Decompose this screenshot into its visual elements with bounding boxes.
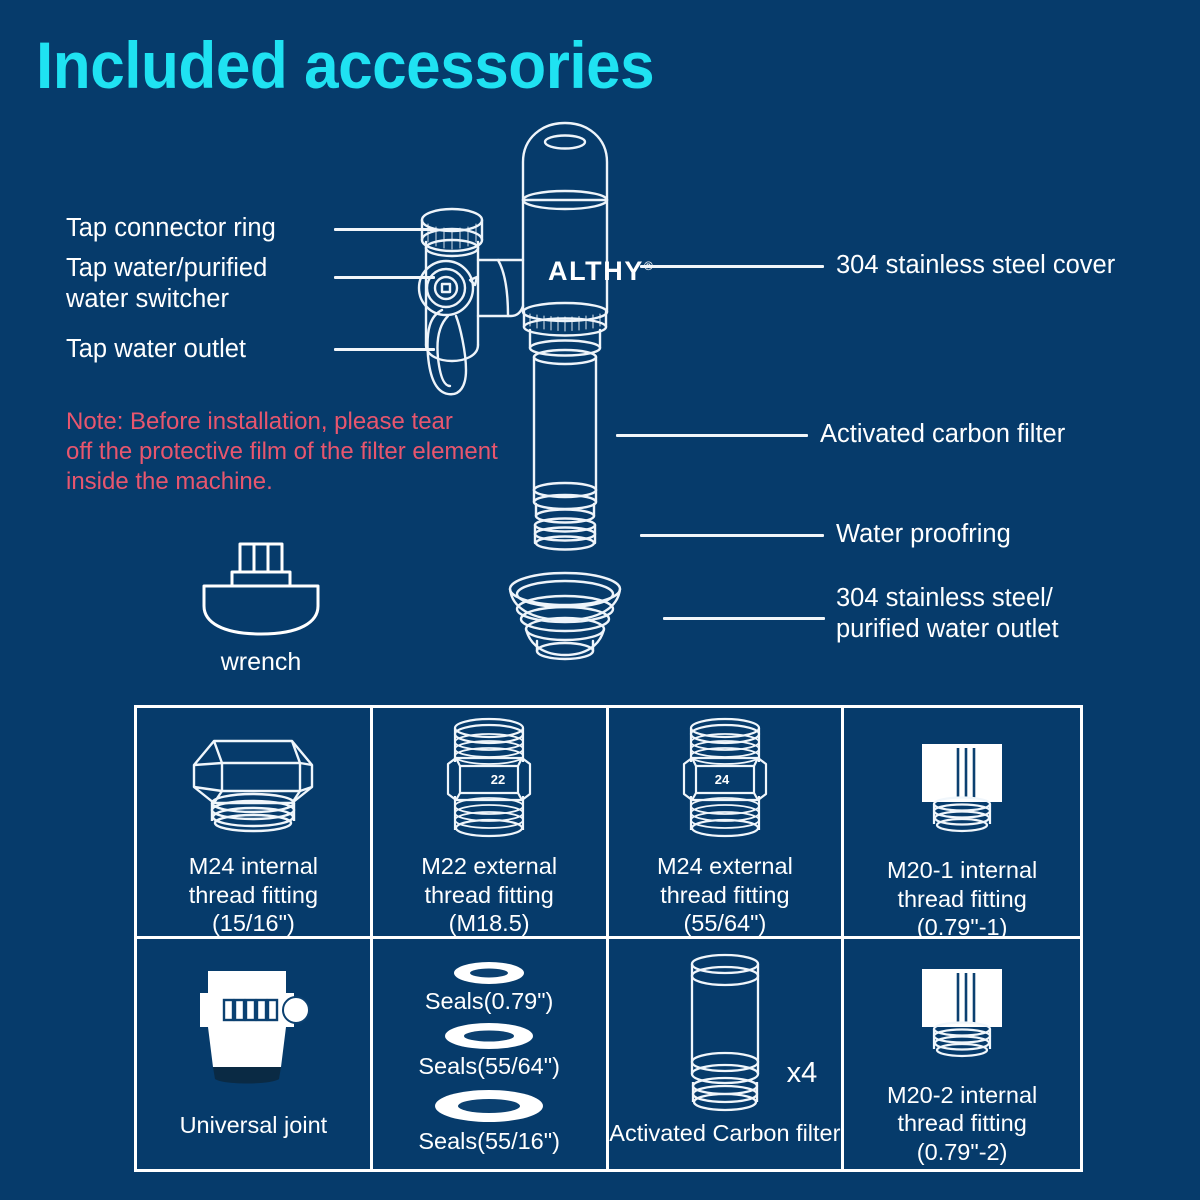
seal-ring-icon (445, 1023, 534, 1050)
label-304-stainless-steel-cover: 304 stainless steel cover (836, 251, 1116, 279)
accessory-cell-m24-internal-thread-fitting[interactable]: M24 internal thread fitting (15/16") (137, 708, 373, 939)
fitting-size-stamp: 24 (715, 772, 730, 787)
accessory-caption: M24 external thread fitting (55/64") (656, 853, 793, 936)
installation-note: Note: Before installation, please tear o… (66, 408, 498, 495)
square-fitting-icon (844, 708, 1080, 840)
label-water-proofring: Water proofring (836, 520, 1011, 548)
brand-name: ALTHY (548, 256, 644, 286)
accessory-caption: M24 internal thread fitting (15/16") (188, 853, 319, 936)
leader-304-stainless-steel-cover (640, 265, 824, 268)
accessory-cell-universal-joint[interactable]: Universal joint (137, 938, 373, 1169)
filter-cartridge-icon (609, 939, 842, 1117)
product-exploded-illustration (417, 121, 622, 661)
seal-ring-icon (454, 962, 525, 985)
accessory-caption: M20-1 internal thread fitting (0.79"-1) (887, 857, 1038, 939)
page-title: Included accessories (36, 28, 655, 102)
leader-tap-connector-ring (334, 228, 435, 231)
leader-activated-carbon-filter (616, 434, 808, 437)
accessory-caption: Universal joint (179, 1111, 328, 1138)
accessories-grid: M24 internal thread fitting (15/16") (134, 705, 1083, 1172)
wrench-illustration (202, 542, 320, 636)
fitting-size-stamp: 22 (491, 772, 505, 787)
accessory-cell-m22-external-thread-fitting[interactable]: 22 M22 external thread fitting (M18.5) (372, 708, 609, 939)
label-activated-carbon-filter: Activated carbon filter (820, 420, 1066, 448)
seal-label: Seals(55/64") (418, 1053, 560, 1080)
label-tap-water-purified-water-switcher: Tap water/purified water switcher (66, 254, 268, 313)
accessory-caption: M22 external thread fitting (M18.5) (421, 853, 558, 936)
accessory-cell-m24-external-thread-fitting[interactable]: 24 M24 external thread fitting (55/64") (608, 708, 845, 939)
accessory-caption: M20-2 internal thread fitting (0.79"-2) (887, 1081, 1038, 1165)
threaded-nipple-icon: 24 (609, 708, 842, 840)
universal-joint-icon (137, 939, 370, 1089)
accessory-cell-m20-2-internal-thread-fitting[interactable]: M20-2 internal thread fitting (0.79"-2) (844, 939, 1080, 1170)
accessory-cell-seals[interactable]: Seals(0.79") Seals(55/64") Seals(55/16") (373, 938, 609, 1169)
leader-tap-water-outlet (334, 348, 435, 351)
seal-ring-icon (435, 1090, 544, 1123)
seal-label: Seals(0.79") (424, 988, 554, 1015)
quantity-badge: x4 (786, 1056, 818, 1089)
brand-logo: ALTHY® (548, 256, 654, 287)
label-tap-water-outlet: Tap water outlet (66, 335, 247, 363)
label-304-stainless-steel-purified-water-outlet: 304 stainless steel/ purified water outl… (836, 584, 1059, 643)
threaded-nipple-icon: 22 (373, 708, 606, 840)
accessory-cell-activated-carbon-filter[interactable]: x4 Activated Carbon filter (609, 938, 845, 1169)
accessory-cell-m20-1-internal-thread-fitting[interactable]: M20-1 internal thread fitting (0.79"-1) (844, 708, 1080, 939)
leader-tap-water-purified-water-switcher (334, 276, 435, 279)
leader-304-stainless-steel-purified-water-outlet (663, 617, 825, 620)
square-fitting-icon (844, 939, 1080, 1065)
hex-nut-icon (137, 708, 370, 840)
label-tap-connector-ring: Tap connector ring (66, 214, 276, 242)
leader-water-proofring (640, 534, 824, 537)
accessory-caption: Activated Carbon filter (609, 1119, 841, 1146)
wrench-label: wrench (220, 648, 302, 676)
seal-label: Seals(55/16") (418, 1128, 560, 1155)
